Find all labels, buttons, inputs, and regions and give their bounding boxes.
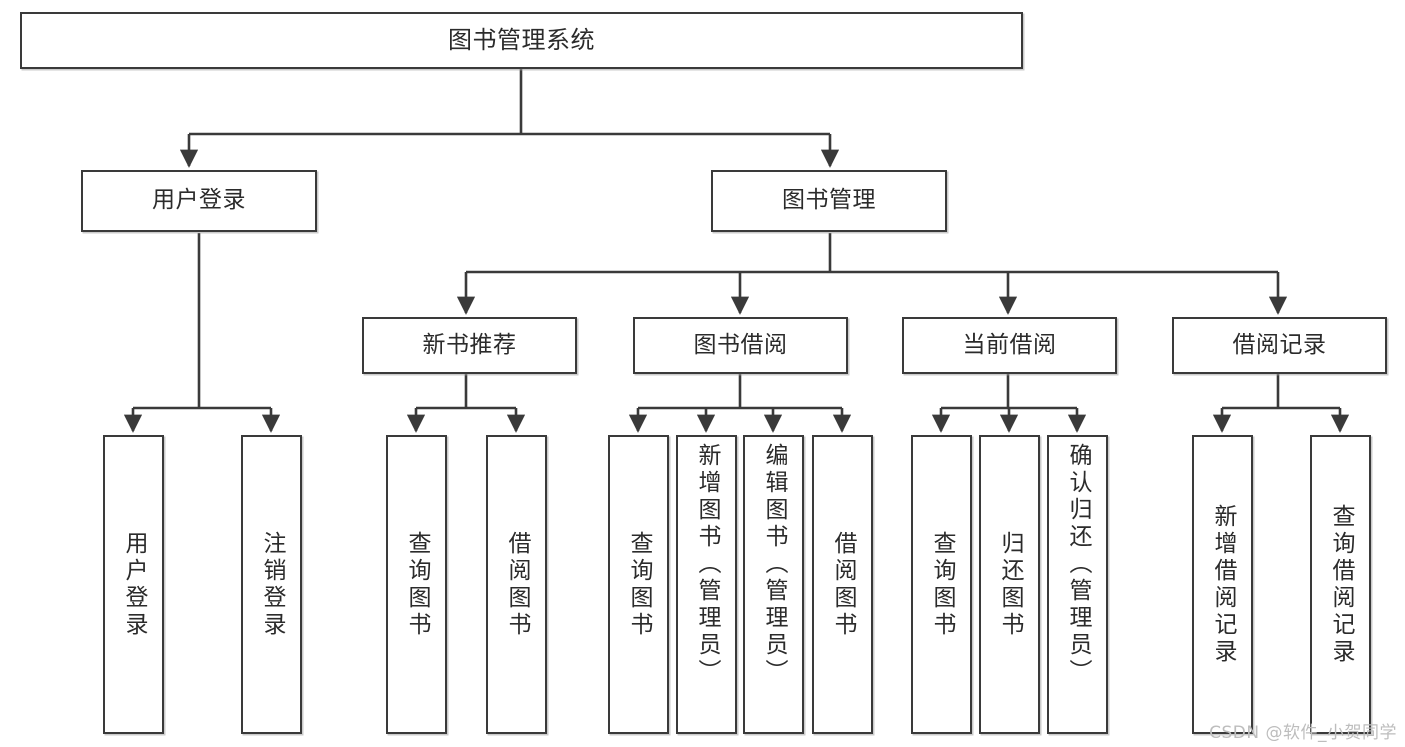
leaf-current-borrow-return-book[interactable]: 归还图书 xyxy=(979,435,1040,734)
node-label: 用户登录 xyxy=(152,187,246,214)
leaf-current-borrow-confirm-return-admin[interactable]: 确认归还（管理员） xyxy=(1047,435,1108,734)
csdn-watermark: CSDN @软件_小贺同学 xyxy=(1209,723,1397,743)
node-label: 查询借阅记录 xyxy=(1328,503,1354,666)
node-label: 借阅图书 xyxy=(504,530,530,639)
leaf-new-book-borrow-book[interactable]: 借阅图书 xyxy=(486,435,547,734)
node-label: 注销登录 xyxy=(259,530,285,639)
node-label: 确认归还（管理员） xyxy=(1065,443,1091,686)
node-label: 图书管理系统 xyxy=(448,26,595,55)
leaf-book-borrow-borrow-book[interactable]: 借阅图书 xyxy=(812,435,873,734)
node-book-management[interactable]: 图书管理 xyxy=(711,170,947,232)
node-label: 新书推荐 xyxy=(422,331,517,358)
node-label: 借阅记录 xyxy=(1232,331,1327,358)
node-label: 查询图书 xyxy=(404,530,430,639)
node-label: 图书管理 xyxy=(782,187,876,214)
leaf-borrow-record-query-record[interactable]: 查询借阅记录 xyxy=(1310,435,1371,734)
leaf-new-book-query-book[interactable]: 查询图书 xyxy=(386,435,447,734)
leaf-book-borrow-query-book[interactable]: 查询图书 xyxy=(608,435,669,734)
leaf-user-login-login[interactable]: 用户登录 xyxy=(103,435,164,734)
leaf-book-borrow-edit-book-admin[interactable]: 编辑图书（管理员） xyxy=(743,435,804,734)
leaf-book-borrow-add-book-admin[interactable]: 新增图书（管理员） xyxy=(676,435,737,734)
node-new-book-recommend[interactable]: 新书推荐 xyxy=(362,317,577,374)
node-label: 借阅图书 xyxy=(830,530,856,639)
node-book-borrow[interactable]: 图书借阅 xyxy=(633,317,848,374)
leaf-borrow-record-add-record[interactable]: 新增借阅记录 xyxy=(1192,435,1253,734)
node-label: 新增图书（管理员） xyxy=(694,443,720,686)
node-label: 新增借阅记录 xyxy=(1210,503,1236,666)
leaf-user-login-logout[interactable]: 注销登录 xyxy=(241,435,302,734)
node-borrow-record[interactable]: 借阅记录 xyxy=(1172,317,1387,374)
node-current-borrow[interactable]: 当前借阅 xyxy=(902,317,1117,374)
node-label: 图书借阅 xyxy=(693,331,788,358)
node-label: 编辑图书（管理员） xyxy=(761,443,787,686)
node-label: 查询图书 xyxy=(929,530,955,639)
node-label: 用户登录 xyxy=(121,530,147,639)
node-root-book-management-system[interactable]: 图书管理系统 xyxy=(20,12,1023,69)
node-label: 归还图书 xyxy=(997,530,1023,639)
node-label: 当前借阅 xyxy=(962,331,1057,358)
node-label: 查询图书 xyxy=(626,530,652,639)
leaf-current-borrow-query-book[interactable]: 查询图书 xyxy=(911,435,972,734)
node-user-login[interactable]: 用户登录 xyxy=(81,170,317,232)
